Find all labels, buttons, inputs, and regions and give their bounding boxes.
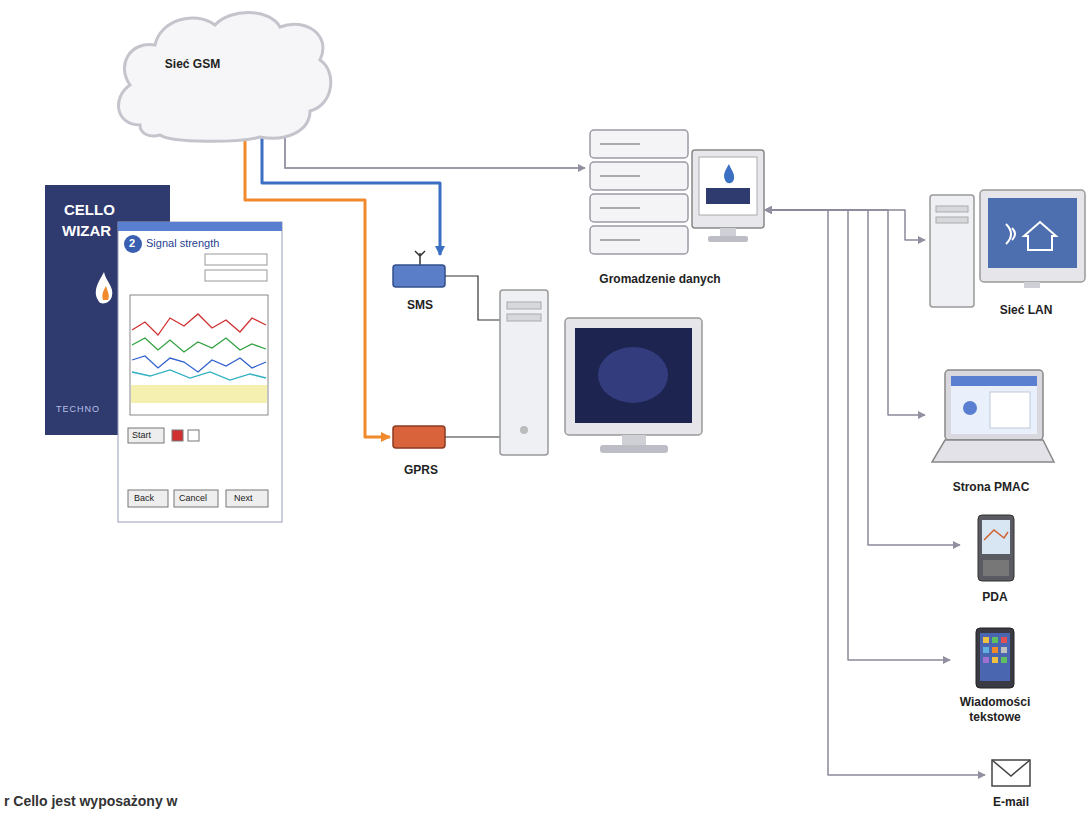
node-label: GPRS — [404, 463, 438, 478]
device-node: Sieć LAN — [925, 185, 1087, 318]
connector-arrow — [765, 210, 985, 775]
connector-arrow — [765, 210, 925, 240]
field-box — [205, 254, 267, 265]
window-heading: Signal strength — [146, 237, 219, 250]
sms-modem — [393, 251, 445, 287]
button-shape — [226, 490, 268, 507]
server-node: Gromadzenie danych — [585, 125, 765, 287]
button-shape — [128, 428, 164, 443]
button-shape — [174, 490, 218, 507]
button-square — [172, 430, 183, 441]
node-label: SMS — [407, 298, 433, 313]
laptop-icon — [932, 370, 1054, 462]
modem-node: GPRS — [390, 420, 452, 478]
cloud-shape — [110, 5, 335, 145]
cover-title: CELLO — [64, 201, 115, 219]
button-label: Start — [132, 430, 151, 441]
node-label: Wiadomości tekstowe — [955, 695, 1035, 725]
node-label: Sieć LAN — [1000, 303, 1053, 318]
cable — [445, 276, 500, 320]
monitor-icon — [692, 150, 764, 242]
connector-arrow — [245, 137, 390, 437]
cover-title: WIZAR — [62, 222, 111, 240]
button-label: Back — [134, 493, 154, 504]
cover-brand: TECHNO — [56, 404, 100, 415]
connector-arrow — [765, 210, 950, 660]
connector-arrow — [285, 135, 585, 168]
button-label: Cancel — [179, 493, 207, 504]
modem-node: SMS — [385, 255, 455, 313]
chart-line — [132, 338, 266, 352]
step-number: 2 — [129, 237, 135, 250]
gprs-modem — [393, 426, 445, 448]
flame-logo — [96, 272, 112, 303]
chart-line — [132, 314, 266, 335]
wizard-illustration — [45, 185, 282, 522]
field-box — [205, 270, 267, 281]
node-label: Gromadzenie danych — [599, 272, 720, 287]
chart-band — [131, 385, 267, 403]
button-label: Next — [234, 493, 253, 504]
server-icon — [590, 130, 688, 254]
cloud-node: Sieć GSM — [110, 5, 335, 145]
device-node: PDA — [960, 510, 1030, 605]
cloud-outline — [119, 12, 331, 141]
lan-computer-icon — [930, 190, 1085, 307]
connector-arrow — [262, 137, 440, 255]
button-square — [188, 430, 199, 441]
envelope-icon — [992, 760, 1030, 786]
chart-area — [130, 295, 268, 415]
chart-line — [132, 370, 266, 380]
node-label: E-mail — [993, 795, 1029, 810]
pc-icon — [500, 290, 702, 455]
node-label: Strona PMAC — [953, 480, 1030, 495]
wizard-window — [118, 222, 282, 522]
chart-line — [132, 356, 266, 372]
node-label: PDA — [982, 590, 1007, 605]
network-label: Sieć GSM — [165, 57, 220, 72]
phone-icon — [976, 628, 1014, 688]
connector-arrow — [765, 210, 925, 415]
window-titlebar — [118, 222, 282, 231]
pda-icon — [978, 515, 1014, 581]
device-node: Wiadomości tekstowe — [950, 622, 1040, 725]
device-node: E-mail — [985, 752, 1037, 810]
step-circle — [124, 235, 142, 253]
flame-logo-inner — [102, 286, 108, 300]
device-node: Strona PMAC — [925, 365, 1057, 495]
cable — [445, 436, 500, 437]
body-text: r Cello jest wyposażony w — [4, 793, 178, 810]
connector-arrow — [765, 210, 960, 545]
button-shape — [128, 490, 168, 507]
